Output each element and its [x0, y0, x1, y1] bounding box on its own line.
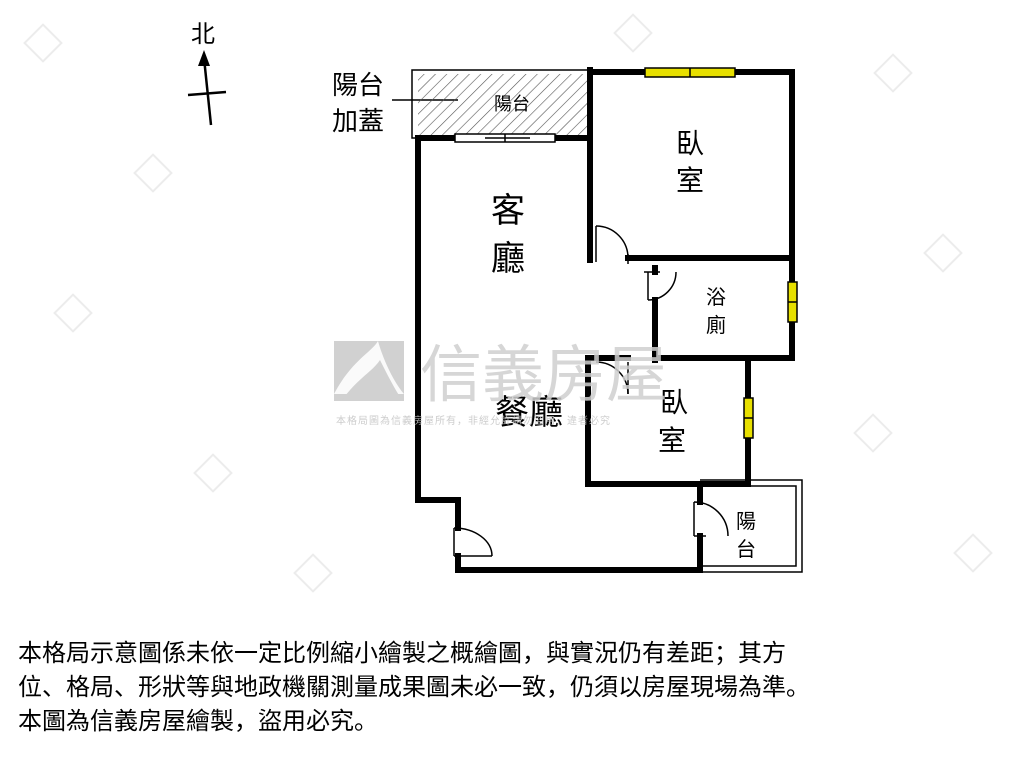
disclaimer: 本格局示意圖係未依一定比例縮小繪製之概繪圖，與實況仍有差距；其方 位、格局、形狀…: [18, 636, 1008, 738]
disclaimer-line-2: 位、格局、形狀等與地政機關測量成果圖未必一致，仍須以房屋現場為準。: [18, 673, 810, 701]
room-label-bedroom-north-2: 室: [676, 164, 704, 197]
compass-north-arrow-icon: [202, 57, 213, 126]
room-label-bedroom-south-2: 室: [658, 424, 686, 457]
compass-north-label: 北: [191, 20, 215, 48]
balcony-extension-label: 陽台 加蓋: [332, 71, 458, 137]
room-label-balcony-north: 陽台: [494, 94, 530, 115]
floor-plan: 北 陽台 加蓋: [23, 13, 993, 593]
windows: [644, 67, 798, 439]
walls: [415, 67, 795, 573]
room-label-bathroom-1: 浴: [706, 285, 726, 309]
disclaimer-line-1: 本格局示意圖係未依一定比例縮小繪製之概繪圖，與實況仍有差距；其方: [18, 639, 786, 667]
brand-watermark-name: 信義房屋: [420, 338, 668, 411]
room-label-balcony-south-1: 陽: [736, 509, 756, 533]
room-label-dining: 餐廳: [495, 393, 563, 433]
room-label-bathroom-2: 廁: [706, 313, 726, 337]
compass-crossbar: [187, 90, 227, 97]
room-label-living-1: 客: [491, 191, 525, 231]
balcony-north-hatch: [418, 74, 590, 136]
background-watermark-pattern: [23, 13, 993, 593]
room-label-living-2: 廳: [491, 239, 525, 279]
sliding-door-balcony: [454, 133, 556, 143]
disclaimer-line-3: 本圖為信義房屋繪製，盜用必究。: [18, 707, 378, 735]
balcony-extension-line1: 陽台: [332, 71, 384, 101]
brand-watermark: 信義房屋 本格局圖為信義房屋所有，非經允許請勿盜用，違者必究: [334, 338, 668, 427]
brand-watermark-notice: 本格局圖為信義房屋所有，非經允許請勿盜用，違者必究: [336, 414, 611, 427]
brand-logo-icon: [334, 341, 404, 401]
compass-arrowhead-icon: [198, 50, 210, 66]
compass: 北: [187, 20, 227, 126]
room-label-bedroom-south-1: 臥: [660, 386, 688, 419]
room-label-balcony-south-2: 台: [736, 537, 756, 561]
doors: [453, 225, 729, 557]
balcony-extension-line2: 加蓋: [332, 107, 384, 137]
room-label-bedroom-north-1: 臥: [676, 127, 704, 160]
room-labels: 陽台 臥 室 客 廳 浴 廁 餐廳 臥 室 陽 台: [491, 94, 756, 561]
